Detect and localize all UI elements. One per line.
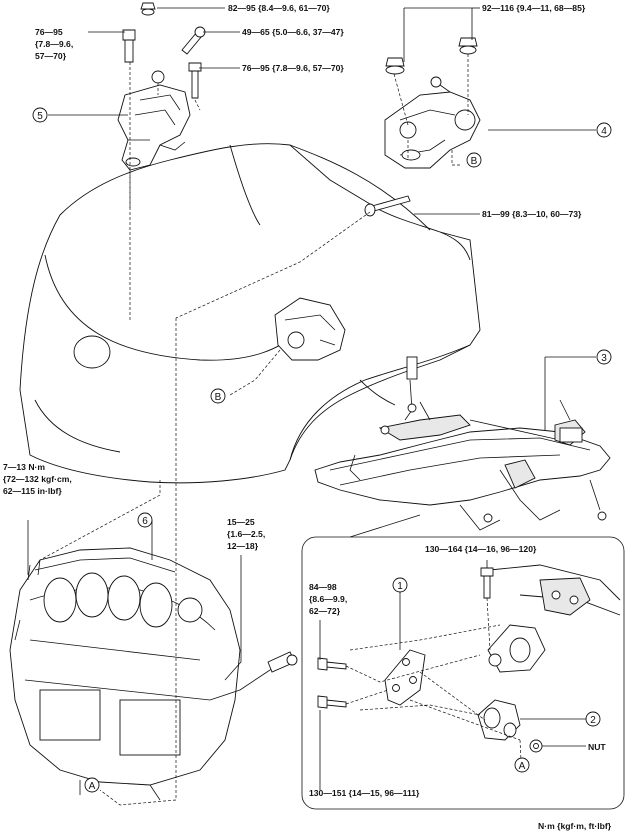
subframe-bolt xyxy=(407,403,417,413)
torque-label: {7.8—9.6, xyxy=(35,39,73,49)
torque-label: 62—115 in·lbf} xyxy=(3,486,62,496)
callout-1-label: 1 xyxy=(397,581,403,592)
alignment-dashes xyxy=(39,54,469,806)
callout-3: 3 xyxy=(596,349,612,365)
detail-inset-frame xyxy=(301,536,625,810)
torque-label: 84—98 xyxy=(309,582,337,592)
callout-5: 5 xyxy=(32,107,48,123)
torque-label: 130—164 {14—16, 96—120} xyxy=(425,544,537,554)
torque-label: 76—95 xyxy=(35,27,63,37)
callout-6: 6 xyxy=(137,512,153,528)
engine-mount-4 xyxy=(384,37,481,169)
long-bolt xyxy=(364,195,411,217)
inset-leader xyxy=(349,514,421,538)
torque-label: {72—132 kgf·cm, xyxy=(3,474,72,484)
torque-label: 76—95 {7.8—9.6, 57—70} xyxy=(242,63,344,73)
torque-labels: 82—95 {8.4—9.6, 61—70} 76—95 {7.8—9.6, 5… xyxy=(3,3,612,831)
engine-mount-bracket-5 xyxy=(117,70,191,171)
callout-6-label: 6 xyxy=(142,516,148,527)
torque-label: 49—65 {5.0—6.6, 37—47} xyxy=(242,27,344,37)
subframe-bolt xyxy=(380,425,390,435)
ref-a-left: A xyxy=(84,777,100,793)
ref-b-upper: B xyxy=(466,152,482,168)
subframe-bolt xyxy=(483,513,493,523)
ref-b-upper-label: B xyxy=(471,156,478,167)
callout-1: 1 xyxy=(392,577,408,593)
leader-lines xyxy=(27,7,596,790)
engine-assembly xyxy=(9,547,298,801)
nut-label: NUT xyxy=(588,742,606,752)
center-mount xyxy=(274,297,346,361)
callout-3-label: 3 xyxy=(601,353,607,364)
callout-2-label: 2 xyxy=(590,715,596,726)
callout-2: 2 xyxy=(585,711,601,727)
torque-label: 92—116 {9.4—11, 68—85} xyxy=(482,3,586,13)
emblem-circle xyxy=(73,335,111,369)
torque-label: 57—70} xyxy=(35,51,67,61)
torque-label: 82—95 {8.4—9.6, 61—70} xyxy=(228,3,330,13)
callout-5-label: 5 xyxy=(37,111,43,122)
subframe-block xyxy=(559,427,583,443)
ref-b-lower: B xyxy=(210,388,226,404)
ref-a-inset-label: A xyxy=(519,761,526,772)
callout-4-label: 4 xyxy=(601,126,607,137)
callout-4: 4 xyxy=(596,122,612,138)
ref-a-inset: A xyxy=(514,757,530,773)
inset-detail-parts xyxy=(317,564,621,761)
torque-label: 81—99 {8.3—10, 60—73} xyxy=(482,209,582,219)
vehicle-body xyxy=(19,143,481,484)
ref-a-left-label: A xyxy=(89,781,96,792)
torque-label: {8.6—9.9, xyxy=(309,594,347,604)
subframe-bolt xyxy=(597,511,607,521)
torque-label: 15—25 xyxy=(227,517,255,527)
bolt-group-5 xyxy=(122,2,206,99)
torque-label: {1.6—2.5, xyxy=(227,529,265,539)
subframe-bracket xyxy=(406,356,418,380)
transaxle-detail xyxy=(119,699,181,756)
subframe xyxy=(314,356,611,531)
torque-label: 7—13 N·m xyxy=(3,462,45,472)
units-legend: N·m {kgf·m, ft·lbf} xyxy=(538,821,612,831)
torque-label: 62—72} xyxy=(309,606,341,616)
engine-block-detail xyxy=(39,689,101,741)
ref-b-lower-label: B xyxy=(215,392,222,403)
torque-label: 130—151 {14—15, 96—111} xyxy=(309,788,420,798)
torque-label: 12—18} xyxy=(227,541,259,551)
